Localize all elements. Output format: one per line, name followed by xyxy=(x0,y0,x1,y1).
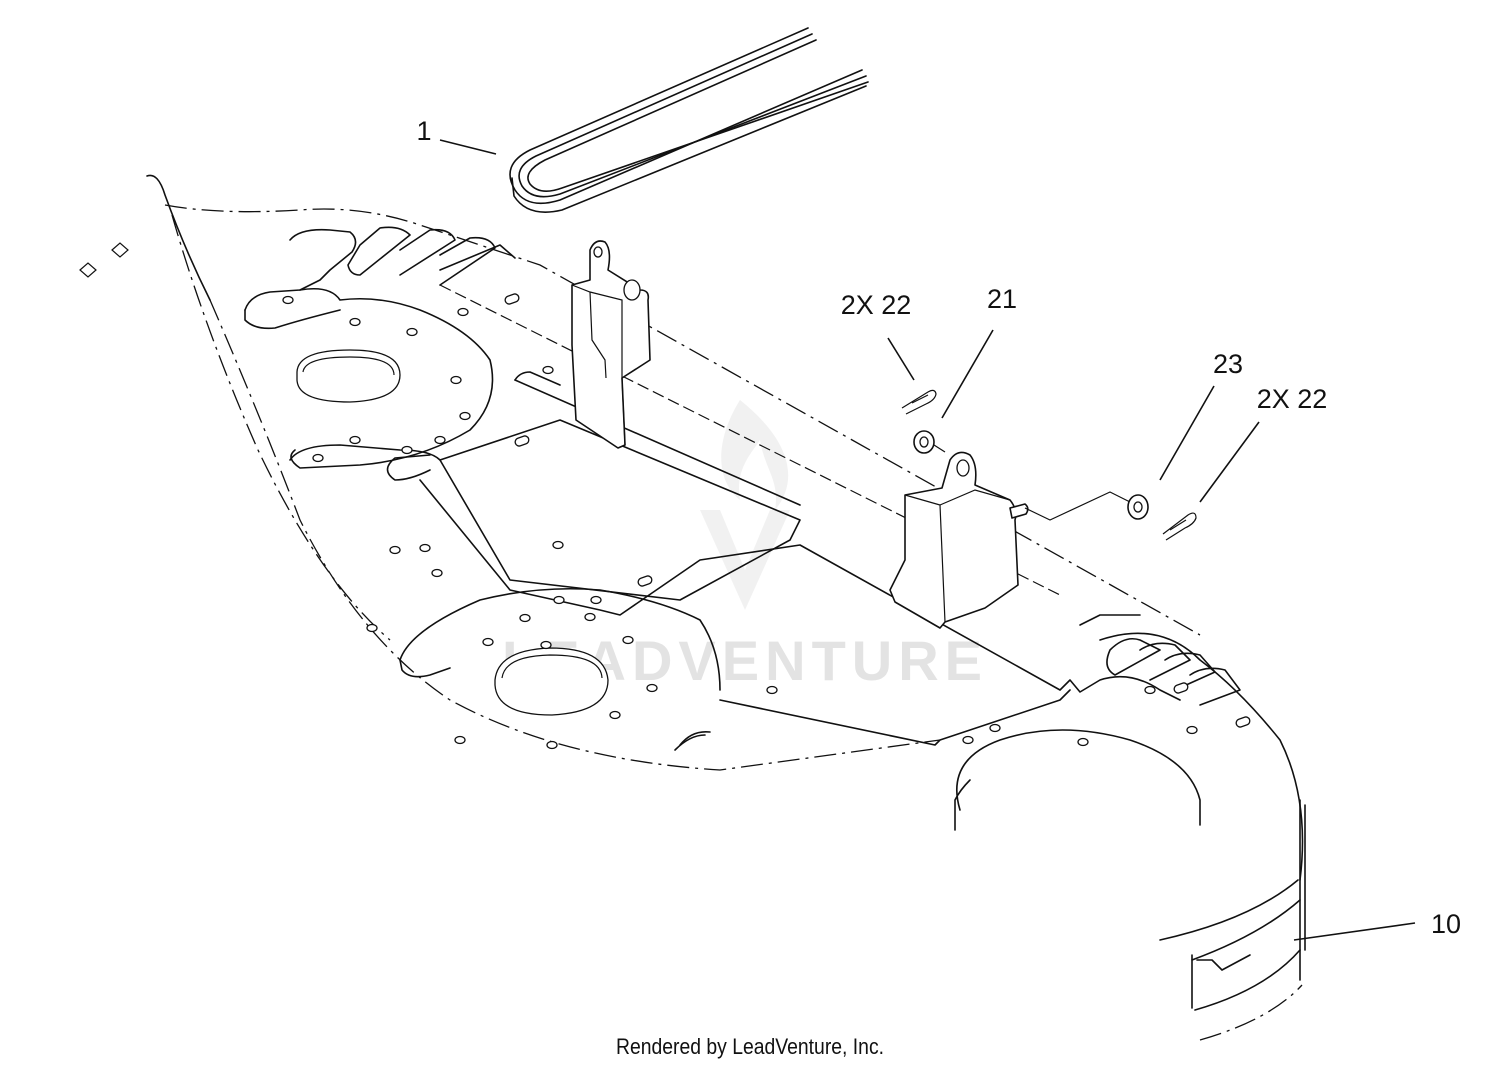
leadventure-logo-icon xyxy=(700,400,790,610)
callout-1: 1 xyxy=(416,116,431,146)
callout-21: 21 xyxy=(987,284,1017,314)
callout-10: 10 xyxy=(1431,909,1461,939)
round-holes xyxy=(282,295,1198,750)
footer-credit: Rendered by LeadVenture, Inc. xyxy=(615,1034,885,1059)
left-hinge-bracket xyxy=(571,240,651,449)
part-deck xyxy=(79,174,1306,1041)
part-belt xyxy=(509,27,869,213)
callout-2x22-left: 2X 22 xyxy=(841,290,912,320)
callout-2x22-right: 2X 22 xyxy=(1257,384,1328,414)
slot-holes xyxy=(504,293,1251,728)
leader-lines xyxy=(439,139,1416,941)
callout-labels: 1 2X 22 21 23 2X 22 10 xyxy=(416,116,1461,939)
part-cotter-pins xyxy=(901,389,1197,541)
part-washer xyxy=(1127,494,1149,520)
callout-23: 23 xyxy=(1213,349,1243,379)
deck-plate xyxy=(244,226,1251,751)
part-hinge-bracket xyxy=(889,430,1131,629)
